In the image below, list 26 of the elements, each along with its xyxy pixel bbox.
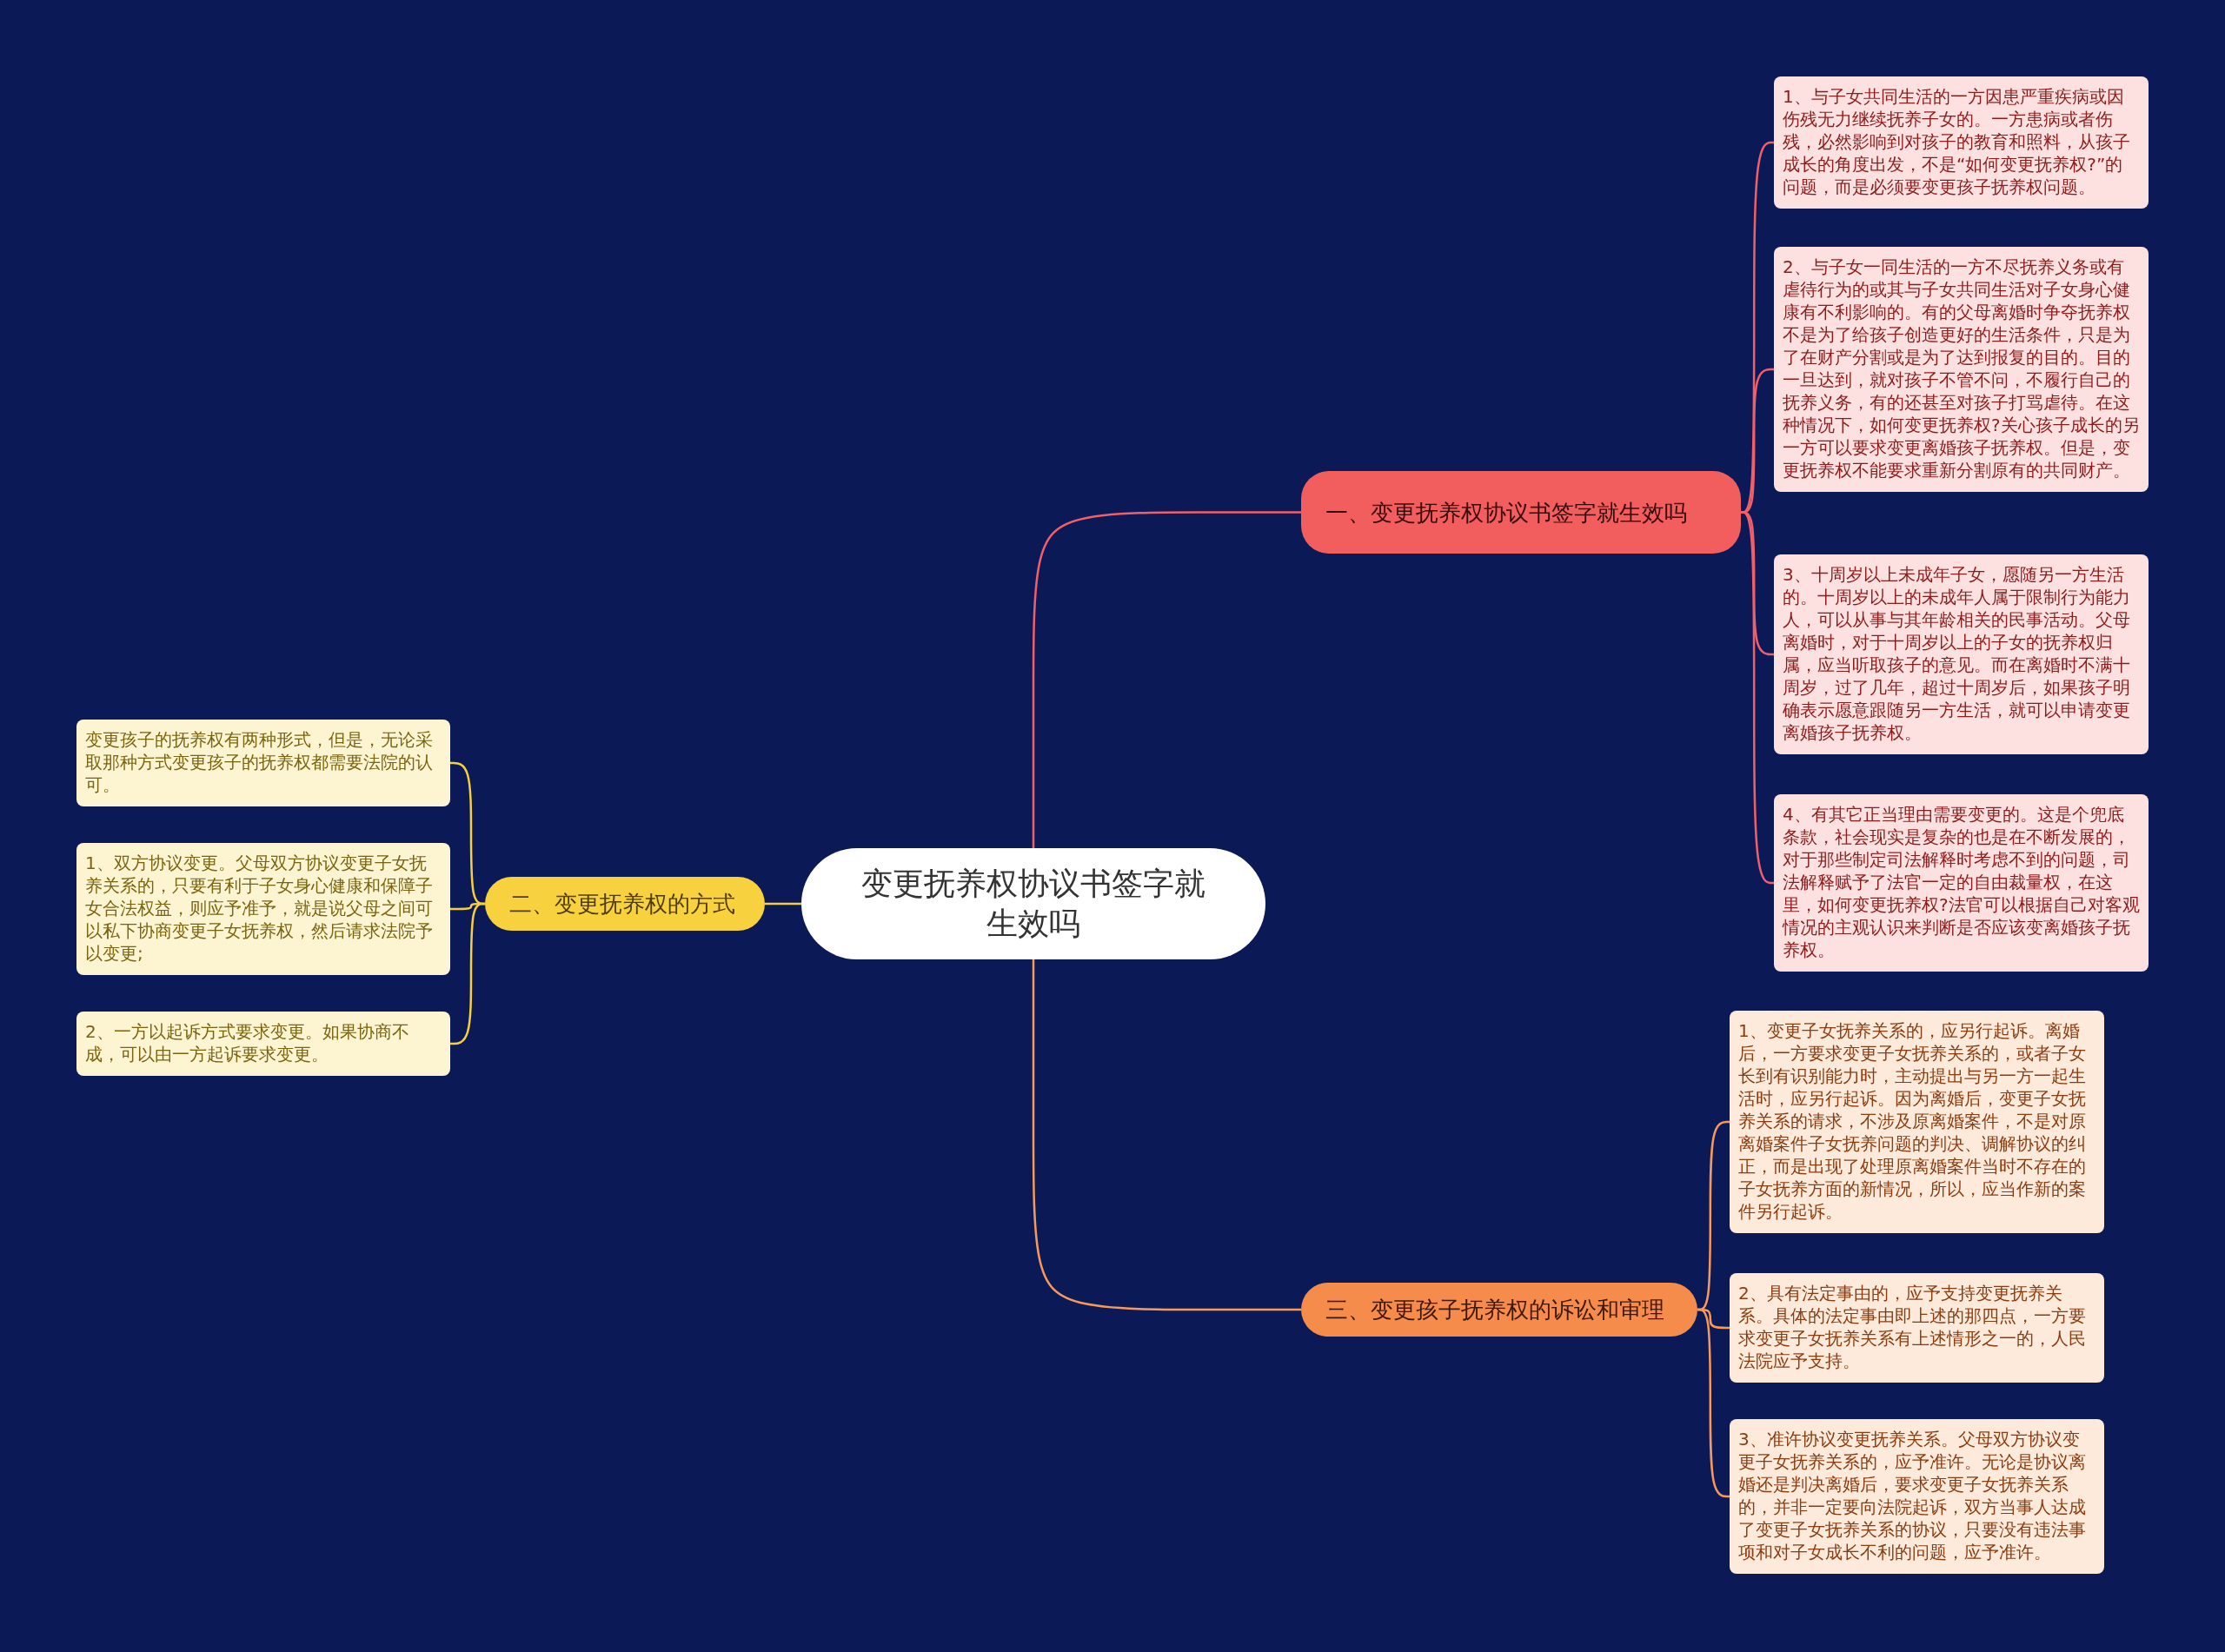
connector-line [1697, 1308, 1730, 1498]
subtopic-card [76, 843, 450, 975]
subtopic-card [1730, 1419, 2104, 1574]
connector-line [1032, 959, 1301, 1311]
subtopic-text: 1、与子女共同生活的一方因患严重疾病或因伤残无力继续抚养子女的。一方患病或者伤残，必然影响到对孩子的教育和照料，从孩子成长的角度出发，不是“如何变更抚养权?”的问题，而是必须要变更孩子抚养权问题。 [1783, 85, 2131, 198]
topic-label: 变更抚养权协议书签字就生效吗 [860, 865, 1206, 943]
connector-line [1032, 511, 1301, 848]
subtopic-text: 2、具有法定事由的，应予支持变更抚养关系。具体的法定事由即上述的那四点，一方要求变更子女抚养关系有上述情形之一的，人民法院应予支持。 [1738, 1282, 2087, 1372]
connector-line [765, 902, 801, 906]
subtopic-text: 3、准许协议变更抚养关系。父母双方协议变更子女抚养关系的，应予准许。无论是协议离婚还是判决离婚后，要求变更子女抚养关系的，并非一定要向法院起诉，双方当事人达成了变更子女抚养关系的协议，只要没有违法事项和对子女成长不利的问题，应予准许。 [1738, 1428, 2087, 1563]
subtopic-text: 3、十周岁以上未成年子女，愿随另一方生活的。十周岁以上的未成年人属于限制行为能力人，可以从事与其年龄相关的民事活动。父母离婚时，对于十周岁以上的子女的抚养权归属，应当听取孩子的意见。而在离婚时不满十周岁，过了几年，超过十周岁后，如果孩子明确表示愿意跟随另一方生活，就可以申请变更离婚孩子抚养权。 [1783, 563, 2131, 744]
subtopic-card [76, 1012, 450, 1076]
subtopic-text: 2、与子女一同生活的一方不尽抚养义务或有虐待行为的或其与子女共同生活对子女身心健康有不利影响的。有的父母离婚时争夺抚养权不是为了给孩子创造更好的生活条件，只是为了在财产分割或是为了达到报复的目的。目的一旦达到，就对孩子不管不问，不履行自己的抚养义务，有的还甚至对孩子打骂虐待。在这种情况下，如何变更抚养权?关心孩子成长的另一方可以要求变更离婚孩子抚养权。但是，变更抚养权不能要求重新分割原有的共同财产。 [1783, 255, 2140, 481]
topic-label: 二、变更抚养权的方式 [509, 890, 735, 919]
subtopic-card [76, 720, 450, 806]
subtopic-card [1774, 76, 2149, 209]
subtopic-text: 1、双方协议变更。父母双方协议变更子女抚养关系的，只要有利于子女身心健康和保障子女合法权益，则应予准予，就是说父母之间可以私下协商变更子女抚养权，然后请求法院予以变更; [85, 852, 434, 965]
subtopic-text: 2、一方以起诉方式要求变更。如果协商不成，可以由一方起诉要求变更。 [85, 1020, 410, 1065]
subtopic-text: 4、有其它正当理由需要变更的。这是个兜底条款，社会现实是复杂的也是在不断发展的，对于那些制定司法解释时考虑不到的问题，司法解释赋予了法官一定的自由裁量权，在这里，如何变更抚养权?法官可以根据自己对客观情况的主观认识来判断是否应该变离婚孩子抚养权。 [1783, 803, 2140, 961]
subtopic-text: 变更孩子的抚养权有两种形式，但是，无论采取那种方式变更孩子的抚养权都需要法院的认可。 [85, 728, 434, 796]
branch-topic [1301, 471, 1741, 554]
subtopic-card [1730, 1273, 2104, 1383]
subtopic-text: 1、变更子女抚养关系的，应另行起诉。离婚后，一方要求变更子女抚养关系的，或者子女长到有识别能力时，主动提出与另一方一起生活时，应另行起诉。因为离婚后，变更子女抚养关系的请求，不涉及原离婚案件，不是对原离婚案件子女抚养问题的判决、调解协议的纠正，而是出现了处理原离婚案件当时不存在的子女抚养方面的新情况，所以，应当作新的案件另行起诉。 [1738, 1019, 2087, 1223]
subtopic-card [1774, 554, 2149, 754]
topic-label: 三、变更孩子抚养权的诉讼和审理 [1325, 1296, 1664, 1324]
topic-label: 一、变更抚养权协议书签字就生效吗 [1325, 498, 1687, 527]
